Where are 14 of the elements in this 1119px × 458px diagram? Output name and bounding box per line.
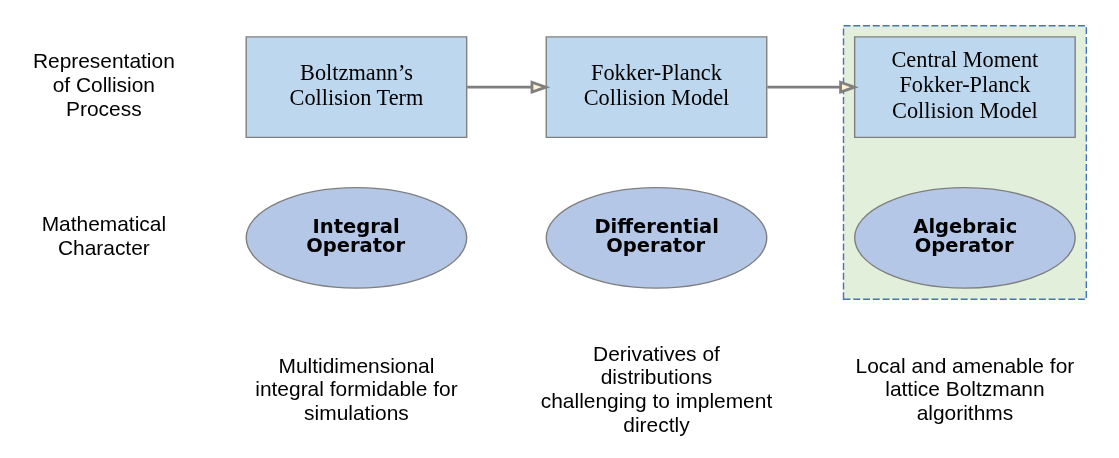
label: Derivatives of distributions challenging to implement directly <box>540 341 773 436</box>
label: Multidimensional integral formidable for simulations <box>255 353 458 424</box>
node-ellipse: Integral Operator <box>245 186 468 289</box>
label: Representation of Collision Process <box>32 48 175 120</box>
arrow <box>467 79 551 94</box>
node-ellipse: Differential Operator <box>545 186 768 289</box>
node-box: Central Moment Fokker-Planck Collision Model <box>853 35 1076 138</box>
arrow <box>767 79 859 94</box>
cluster <box>842 24 1088 300</box>
node-box: Fokker-Planck Collision Model <box>545 35 768 138</box>
node-ellipse: Algebraic Operator <box>853 186 1076 289</box>
node-box: Boltzmann’s Collision Term <box>245 35 468 138</box>
label: Local and amenable for lattice Boltzmann algorithms <box>855 353 1075 424</box>
label: Mathematical Character <box>41 211 167 259</box>
